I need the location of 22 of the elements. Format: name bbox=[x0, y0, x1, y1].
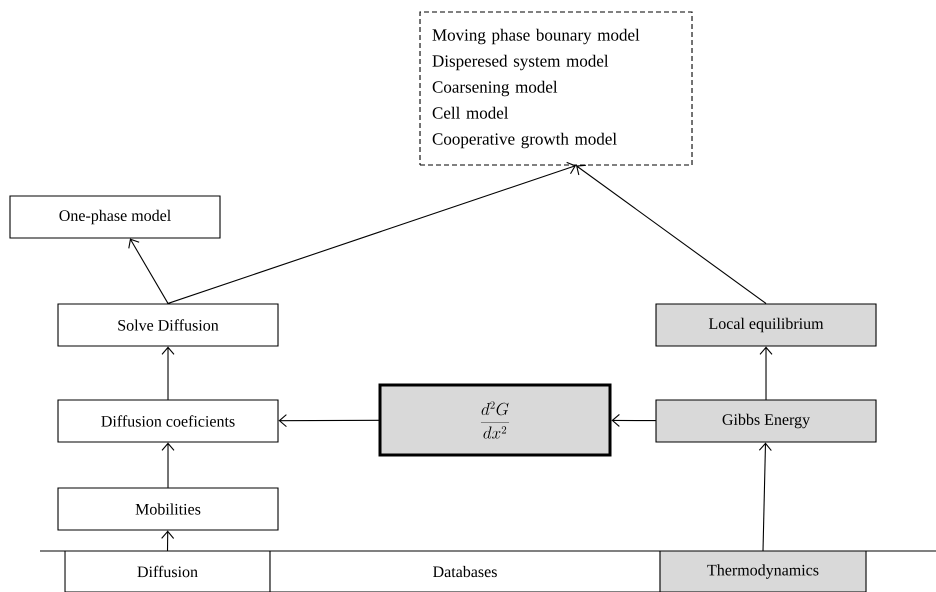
process-box: Diffusion coeficients bbox=[57, 399, 279, 443]
process-box: Thermodynamics bbox=[659, 550, 867, 592]
arrow bbox=[612, 414, 656, 427]
arrow bbox=[760, 346, 772, 400]
process-box: Diffusion bbox=[64, 550, 271, 592]
dashed-model-box: Moving phase bounary model Disperesed system model Coarsening model Cell model Cooperative growth model bbox=[419, 11, 693, 166]
process-box: Databases bbox=[269, 550, 661, 592]
process-box: Local equilibrium bbox=[655, 303, 877, 347]
arrow bbox=[128, 238, 168, 304]
arrow bbox=[162, 442, 174, 488]
process-box: Mobilities bbox=[57, 487, 279, 531]
arrow bbox=[168, 162, 576, 304]
process-box: One-phase model bbox=[9, 195, 221, 239]
arrow bbox=[576, 164, 766, 304]
arrow bbox=[161, 530, 174, 550]
node-label: Databases bbox=[433, 566, 497, 578]
process-box: Solve Diffusion bbox=[57, 303, 279, 347]
arrow bbox=[758, 442, 772, 550]
arrow bbox=[162, 346, 174, 400]
formula-box: $\frac{d^{2}G}{dx^{2}}$ bbox=[378, 384, 612, 456]
process-box: Gibbs Energy bbox=[655, 399, 877, 443]
arrow bbox=[278, 414, 378, 428]
